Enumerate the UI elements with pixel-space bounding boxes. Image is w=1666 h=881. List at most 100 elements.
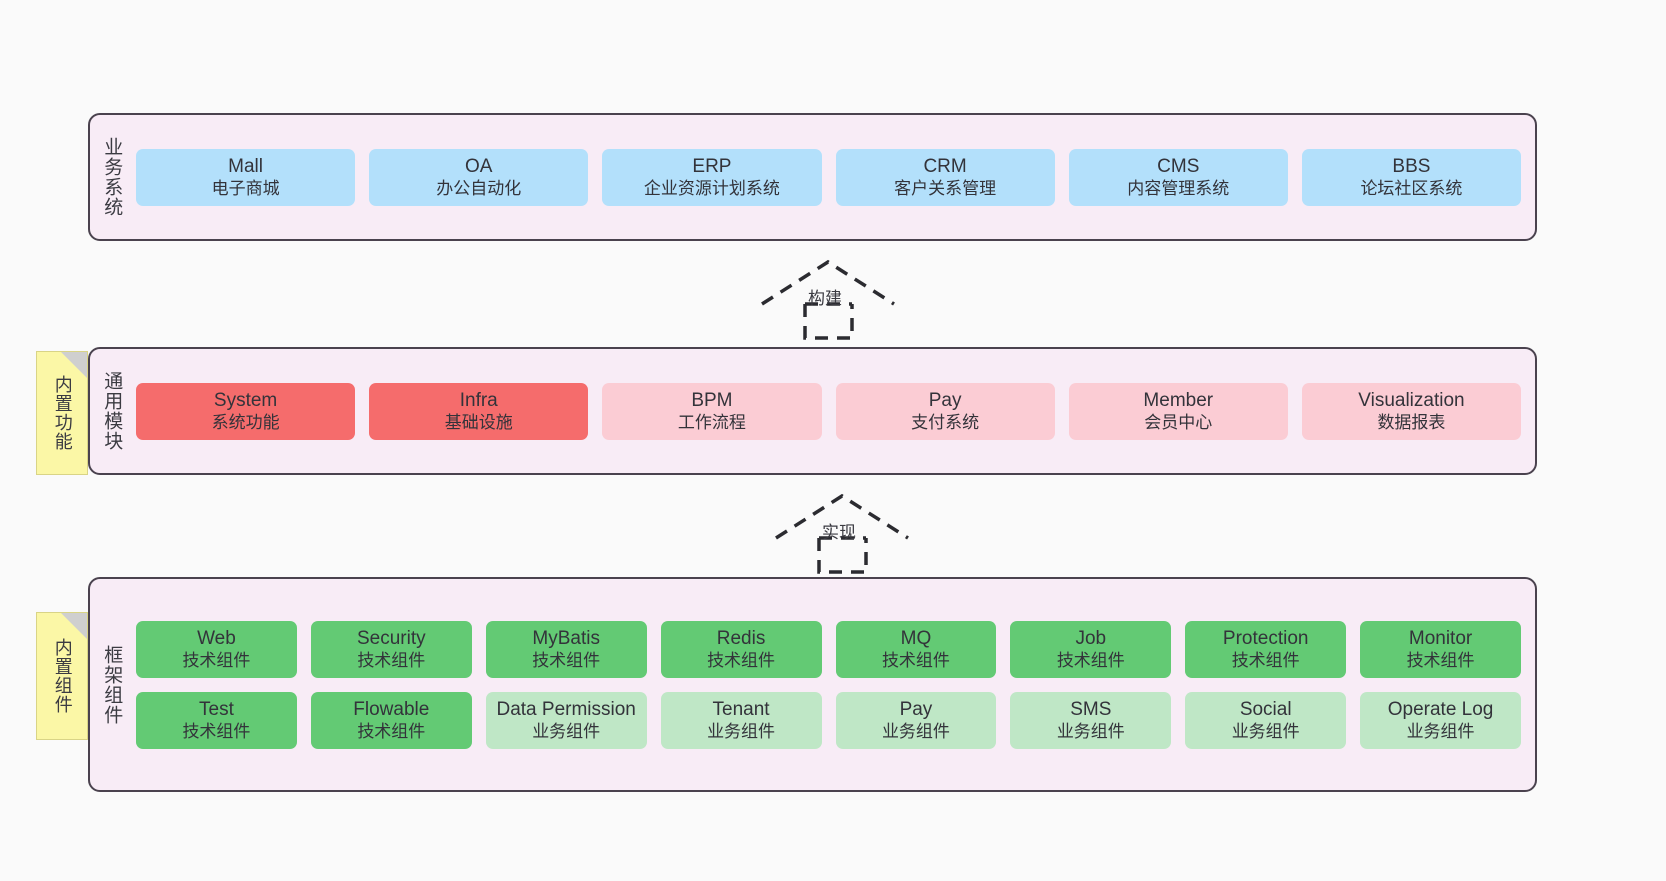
node-monitor[interactable]: Monitor 技术组件 <box>1360 620 1521 678</box>
node-title: Social <box>1239 698 1292 720</box>
node-system[interactable]: System 系统功能 <box>136 382 356 440</box>
node-bpm[interactable]: BPM 工作流程 <box>602 382 822 440</box>
node-title: Member <box>1143 389 1214 411</box>
node-member[interactable]: Member 会员中心 <box>1068 382 1288 440</box>
node-title: BBS <box>1392 155 1431 177</box>
node-social[interactable]: Social 业务组件 <box>1185 691 1347 749</box>
node-title: Test <box>199 698 234 720</box>
node-tenant[interactable]: Tenant 业务组件 <box>660 691 822 749</box>
note-label: 内置功能 <box>52 375 73 451</box>
node-operate-log[interactable]: Operate Log 业务组件 <box>1360 691 1521 749</box>
node-mybatis[interactable]: MyBatis 技术组件 <box>485 620 647 678</box>
node-row: Web 技术组件 Security 技术组件 MyBatis 技术组件 Redi… <box>136 620 1521 678</box>
layer-common-module: 通用模块 System 系统功能 Infra 基础设施 BPM 工作流程 Pay… <box>88 347 1537 475</box>
node-title: System <box>213 389 278 411</box>
node-subtitle: 业务组件 <box>881 722 950 742</box>
node-pay[interactable]: Pay 支付系统 <box>835 382 1055 440</box>
generalization-arrow-icon <box>761 259 895 340</box>
node-erp[interactable]: ERP 企业资源计划系统 <box>602 148 822 206</box>
node-subtitle: 技术组件 <box>881 651 950 671</box>
node-title: Flowable <box>353 698 430 720</box>
node-subtitle: 业务组件 <box>1231 722 1300 742</box>
layer-body-framework-component: Web 技术组件 Security 技术组件 MyBatis 技术组件 Redi… <box>132 579 1535 790</box>
node-subtitle: 技术组件 <box>532 651 601 671</box>
node-infra[interactable]: Infra 基础设施 <box>369 382 589 440</box>
node-subtitle: 技术组件 <box>707 651 776 671</box>
connector-build: 构建 <box>758 258 898 340</box>
node-title: Monitor <box>1408 627 1473 649</box>
layer-body-business-system: Mall 电子商城 OA 办公自动化 ERP 企业资源计划系统 CRM 客户关系… <box>132 115 1535 239</box>
node-subtitle: 业务组件 <box>532 722 601 742</box>
node-subtitle: 电子商城 <box>211 179 280 199</box>
layer-framework-component: 框架组件 Web 技术组件 Security 技术组件 MyBatis 技术组件… <box>88 577 1537 792</box>
node-subtitle: 业务组件 <box>1406 722 1475 742</box>
node-security[interactable]: Security 技术组件 <box>310 620 472 678</box>
layer-title-framework-component: 框架组件 <box>101 644 123 725</box>
node-title: MQ <box>900 627 932 649</box>
node-title: Tenant <box>712 698 770 720</box>
node-data-permission[interactable]: Data Permission 业务组件 <box>485 691 647 749</box>
node-title: Protection <box>1222 627 1309 649</box>
node-subtitle: 技术组件 <box>357 722 426 742</box>
connector-implement: 实现 <box>772 492 912 574</box>
node-title: Infra <box>459 389 498 411</box>
node-title: BPM <box>691 389 733 411</box>
node-subtitle: 技术组件 <box>1231 651 1300 671</box>
node-oa[interactable]: OA 办公自动化 <box>369 148 589 206</box>
node-subtitle: 技术组件 <box>182 651 251 671</box>
node-subtitle: 企业资源计划系统 <box>643 179 780 199</box>
node-subtitle: 客户关系管理 <box>894 179 997 199</box>
node-title: Operate Log <box>1387 698 1494 720</box>
node-cms[interactable]: CMS 内容管理系统 <box>1068 148 1288 206</box>
node-row: Mall 电子商城 OA 办公自动化 ERP 企业资源计划系统 CRM 客户关系… <box>136 148 1522 206</box>
node-job[interactable]: Job 技术组件 <box>1010 620 1172 678</box>
node-subtitle: 技术组件 <box>357 651 426 671</box>
node-title: CRM <box>923 155 967 177</box>
node-subtitle: 会员中心 <box>1144 413 1213 433</box>
node-subtitle: 技术组件 <box>1406 651 1475 671</box>
node-bbs[interactable]: BBS 论坛社区系统 <box>1301 148 1522 206</box>
node-title: Web <box>197 627 236 649</box>
note-builtin-components: 内置组件 <box>36 612 88 740</box>
node-crm[interactable]: CRM 客户关系管理 <box>835 148 1055 206</box>
node-web[interactable]: Web 技术组件 <box>136 620 297 678</box>
node-subtitle: 工作流程 <box>677 413 746 433</box>
node-sms[interactable]: SMS 业务组件 <box>1010 691 1172 749</box>
node-title: CMS <box>1157 155 1200 177</box>
node-flowable[interactable]: Flowable 技术组件 <box>310 691 472 749</box>
node-protection[interactable]: Protection 技术组件 <box>1185 620 1347 678</box>
node-subtitle: 系统功能 <box>211 413 280 433</box>
node-mq[interactable]: MQ 技术组件 <box>835 620 997 678</box>
node-title: Redis <box>716 627 766 649</box>
node-title: ERP <box>692 155 732 177</box>
node-title: MyBatis <box>532 627 600 649</box>
node-test[interactable]: Test 技术组件 <box>136 691 297 749</box>
node-pay-business[interactable]: Pay 业务组件 <box>835 691 997 749</box>
node-row: System 系统功能 Infra 基础设施 BPM 工作流程 Pay 支付系统… <box>136 382 1522 440</box>
node-subtitle: 办公自动化 <box>436 179 522 199</box>
node-subtitle: 论坛社区系统 <box>1360 179 1463 199</box>
node-title: Pay <box>928 389 962 411</box>
node-title: Pay <box>899 698 933 720</box>
layer-body-common-module: System 系统功能 Infra 基础设施 BPM 工作流程 Pay 支付系统… <box>132 349 1535 473</box>
node-title: Security <box>356 627 426 649</box>
node-title: Visualization <box>1358 389 1465 411</box>
node-subtitle: 内容管理系统 <box>1127 179 1230 199</box>
connector-label-implement: 实现 <box>822 523 856 542</box>
note-builtin-features: 内置功能 <box>36 351 88 475</box>
node-redis[interactable]: Redis 技术组件 <box>660 620 822 678</box>
node-subtitle: 技术组件 <box>1056 651 1125 671</box>
node-title: SMS <box>1070 698 1112 720</box>
node-mall[interactable]: Mall 电子商城 <box>136 148 356 206</box>
node-title: Job <box>1075 627 1107 649</box>
note-label: 内置组件 <box>52 638 73 714</box>
node-subtitle: 业务组件 <box>1056 722 1125 742</box>
layer-title-common-module: 通用模块 <box>101 371 123 451</box>
connector-label-build: 构建 <box>808 289 842 308</box>
generalization-arrow-icon <box>775 493 909 574</box>
node-visualization[interactable]: Visualization 数据报表 <box>1301 382 1522 440</box>
node-title: Data Permission <box>496 698 636 720</box>
node-subtitle: 技术组件 <box>182 722 251 742</box>
node-subtitle: 支付系统 <box>911 413 980 433</box>
